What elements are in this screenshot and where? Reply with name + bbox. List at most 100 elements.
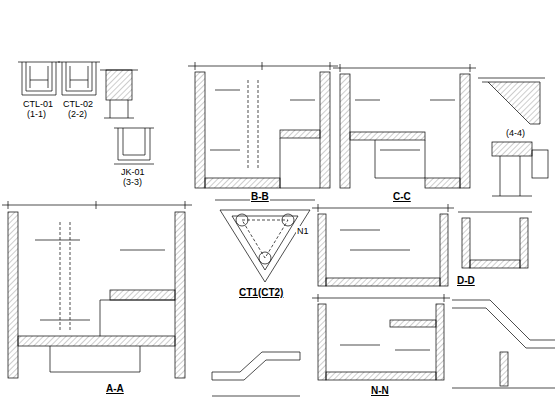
pit-detail	[114, 164, 154, 165]
section-c-c	[355, 100, 455, 150]
section-label: CT1(CT2)	[238, 288, 284, 298]
pile-cap-detail	[58, 62, 100, 63]
detail-label: N1	[296, 226, 310, 236]
section-b-b	[195, 72, 205, 188]
pit-detail	[123, 128, 145, 155]
section-a-a	[8, 212, 18, 378]
wall-detail	[104, 100, 134, 118]
section-c-c	[333, 64, 476, 188]
section-c-c	[425, 178, 460, 188]
detail-label: (4-4)	[505, 128, 526, 138]
section-b-b	[280, 130, 320, 138]
detail-label: (3-3)	[122, 177, 143, 187]
structural-drawing	[2, 62, 555, 396]
section-c-c	[375, 140, 425, 178]
section-d-d	[312, 204, 454, 286]
pit-detail	[114, 128, 154, 164]
detail-label: (2-2)	[67, 109, 88, 119]
detail-label: JK-01	[120, 167, 146, 177]
section-c-c	[460, 74, 470, 188]
pit-detail	[118, 128, 150, 160]
pile-cap-detail	[66, 62, 92, 91]
pile-cap-plan	[215, 200, 315, 282]
section-label: N-N	[370, 386, 390, 396]
pile-cap-detail	[26, 62, 52, 91]
section-d-d	[312, 204, 454, 212]
corbel-detail	[492, 156, 532, 196]
section-a-a	[35, 240, 165, 320]
wall-detail	[100, 70, 138, 71]
pile-cap-plan	[242, 220, 288, 258]
slope-detail	[452, 308, 555, 348]
section-d-d	[326, 278, 440, 286]
step-detail	[212, 360, 300, 380]
slope-detail	[452, 300, 555, 388]
section-a-a	[175, 212, 185, 378]
section-n-n	[312, 294, 450, 380]
section-b-b	[280, 138, 320, 188]
section-n-n	[340, 345, 430, 350]
pile-cap-detail	[58, 62, 100, 95]
wall-detail	[470, 260, 520, 268]
slope-detail	[500, 352, 508, 386]
section-c-c	[340, 74, 350, 188]
detail-label: CTL-02	[62, 99, 94, 109]
detail-label: (1-1)	[26, 109, 47, 119]
section-label: D-D	[456, 276, 476, 286]
section-a-a	[50, 346, 140, 372]
pit-detail	[114, 128, 154, 129]
detail-label: CTL-01	[22, 99, 54, 109]
section-a-a	[2, 201, 192, 209]
section-a-a	[2, 201, 192, 378]
section-n-n	[312, 294, 450, 302]
pile-cap-detail	[30, 66, 48, 88]
slope-detail	[478, 78, 545, 79]
slope-detail	[452, 300, 555, 340]
pile-cap-detail	[62, 62, 96, 95]
section-label: A-A	[105, 384, 125, 394]
section-a-a	[100, 300, 175, 336]
section-n-n	[326, 372, 436, 380]
section-a-a	[60, 222, 70, 330]
section-d-d	[440, 214, 448, 286]
corbel-detail	[492, 142, 548, 196]
section-a-a	[18, 336, 175, 346]
section-b-b	[320, 72, 330, 188]
wall-detail	[100, 70, 138, 118]
pile-cap-detail	[22, 62, 56, 95]
pile-cap-detail	[18, 62, 60, 63]
section-c-c	[350, 132, 425, 140]
corbel-detail	[492, 142, 532, 156]
section-n-n	[436, 304, 444, 380]
pile-cap-detail	[18, 62, 60, 95]
section-c-c	[333, 64, 476, 72]
pile-cap-detail	[70, 66, 88, 88]
step-detail	[212, 396, 300, 397]
pile-cap-plan	[232, 216, 298, 270]
section-d-d	[340, 230, 410, 250]
step-detail	[212, 352, 300, 396]
section-label: B-B	[250, 192, 270, 202]
section-n-n	[318, 304, 326, 380]
slope-detail	[482, 82, 540, 124]
wall-detail	[520, 218, 528, 268]
slope-detail	[452, 388, 555, 389]
section-a-a	[110, 290, 175, 300]
section-b-b	[188, 62, 338, 70]
section-b-b	[248, 80, 258, 170]
slope-detail	[478, 78, 545, 124]
wall-detail	[462, 218, 470, 268]
corbel-detail	[532, 150, 548, 178]
section-n-n	[390, 320, 436, 327]
section-d-d	[318, 214, 326, 286]
wall-detail	[458, 212, 532, 213]
section-b-b	[188, 62, 338, 188]
step-detail	[212, 352, 300, 380]
wall-detail	[106, 70, 132, 100]
section-b-b	[210, 90, 315, 150]
pile-cap-plan	[220, 210, 310, 282]
section-b-b	[205, 178, 280, 188]
section-label: C-C	[392, 192, 412, 202]
